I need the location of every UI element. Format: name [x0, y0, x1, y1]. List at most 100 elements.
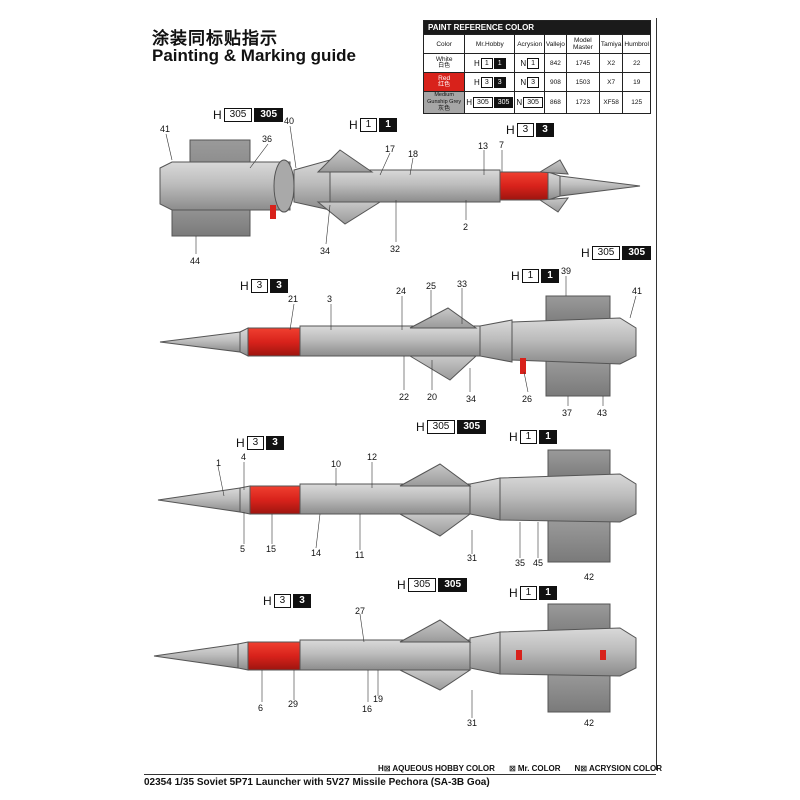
callout-box: 305 — [223, 108, 253, 122]
part-number: 24 — [396, 286, 407, 296]
code-box: 305 — [523, 97, 543, 108]
red-band — [249, 485, 301, 515]
callout-box: 305 — [407, 578, 437, 592]
color-name: Medium Gunship Grey — [427, 92, 462, 105]
part-number: 44 — [190, 256, 201, 266]
nose-cone — [157, 487, 241, 513]
title-chinese: 涂装同标贴指示 — [152, 29, 278, 49]
wing-top — [399, 463, 472, 487]
part-number: 11 — [355, 550, 365, 560]
color-name: Red — [438, 75, 451, 82]
color-name-cn: 红色 — [438, 82, 451, 88]
sustainer-body — [299, 483, 471, 515]
part-number: 21 — [288, 294, 299, 304]
canard-mount — [239, 327, 249, 357]
part-number: 31 — [467, 553, 478, 563]
color-name-cn: 白色 — [438, 63, 451, 69]
callout-box-dark: 1 — [379, 118, 397, 132]
part-number: 20 — [427, 392, 438, 402]
part-number: 41 — [160, 124, 171, 134]
part-number: 14 — [311, 548, 322, 558]
callout-box-dark: 305 — [622, 246, 652, 260]
canard-mount — [237, 641, 249, 671]
canard-bottom — [538, 197, 570, 213]
part-number: 10 — [331, 459, 342, 469]
part-number: 3 — [327, 294, 333, 304]
part-number: 6 — [258, 703, 264, 713]
booster-body — [499, 473, 637, 523]
callout-prefix: H — [236, 436, 245, 450]
legend-mr-color: ⊠ Mr. COLOR — [508, 764, 561, 773]
callout-box-dark: 1 — [539, 430, 557, 444]
part-number: 42 — [584, 718, 595, 728]
callout-prefix: H — [349, 118, 358, 132]
callout-prefix: H — [397, 578, 406, 592]
canard-top — [538, 159, 569, 175]
callout-box: 1 — [519, 430, 538, 444]
booster-body — [159, 161, 291, 211]
part-number: 41 — [632, 286, 643, 296]
callout-prefix: H — [263, 594, 272, 608]
part-number: 45 — [533, 558, 544, 568]
code-prefix: N — [520, 77, 527, 87]
part-number: 18 — [408, 149, 419, 159]
wing-top — [316, 149, 374, 173]
missile-view-4 — [153, 603, 637, 713]
part-number: 39 — [561, 266, 572, 276]
code-prefix: H — [474, 58, 480, 68]
missile-view-1 — [159, 139, 641, 237]
part-number: 29 — [288, 699, 299, 709]
red-marker — [516, 650, 522, 660]
frame-line-right — [656, 18, 657, 770]
model-master-value: 1723 — [565, 91, 600, 114]
callout-box: 1 — [359, 118, 378, 132]
part-number: 33 — [457, 279, 468, 289]
part-number: 36 — [262, 134, 273, 144]
part-number: 1 — [216, 458, 222, 468]
callout-prefix: H — [416, 420, 425, 434]
nose-cone — [559, 175, 641, 197]
nose-cone — [159, 331, 241, 353]
part-number: 12 — [367, 452, 378, 462]
wing-bottom — [408, 355, 478, 381]
part-number: 40 — [284, 116, 295, 126]
red-marker — [270, 205, 276, 219]
booster-fin-bottom — [547, 519, 611, 563]
nose-cone — [153, 643, 239, 669]
tamiya-value: XF58 — [598, 91, 624, 114]
part-number: 19 — [373, 694, 384, 704]
humbrol-value: 22 — [622, 53, 651, 73]
wing-top — [409, 307, 478, 329]
callout-prefix: H — [511, 269, 520, 283]
legend-aqueous: H⊠ AQUEOUS HOBBY COLOR — [378, 764, 495, 773]
canard-mount — [239, 485, 251, 515]
missile-view-2 — [159, 295, 637, 397]
code-box: 305 — [473, 97, 493, 108]
interstage — [479, 319, 513, 363]
part-number: 31 — [467, 718, 478, 728]
callout-box-dark: 1 — [541, 269, 559, 283]
part-number: 42 — [584, 572, 595, 582]
callout-box: 3 — [516, 123, 535, 137]
interstage — [469, 631, 501, 675]
booster-ring — [273, 159, 295, 213]
callout-box-dark: 3 — [266, 436, 284, 450]
part-number: 5 — [240, 544, 246, 554]
sustainer-body — [329, 169, 501, 203]
table-column-row: Color Mr.Hobby Acrysion Vallejo Model Ma… — [422, 34, 651, 54]
part-number: 34 — [466, 394, 477, 404]
part-number: 4 — [241, 452, 247, 462]
code-box: 1 — [527, 57, 539, 69]
red-marker — [600, 650, 606, 660]
